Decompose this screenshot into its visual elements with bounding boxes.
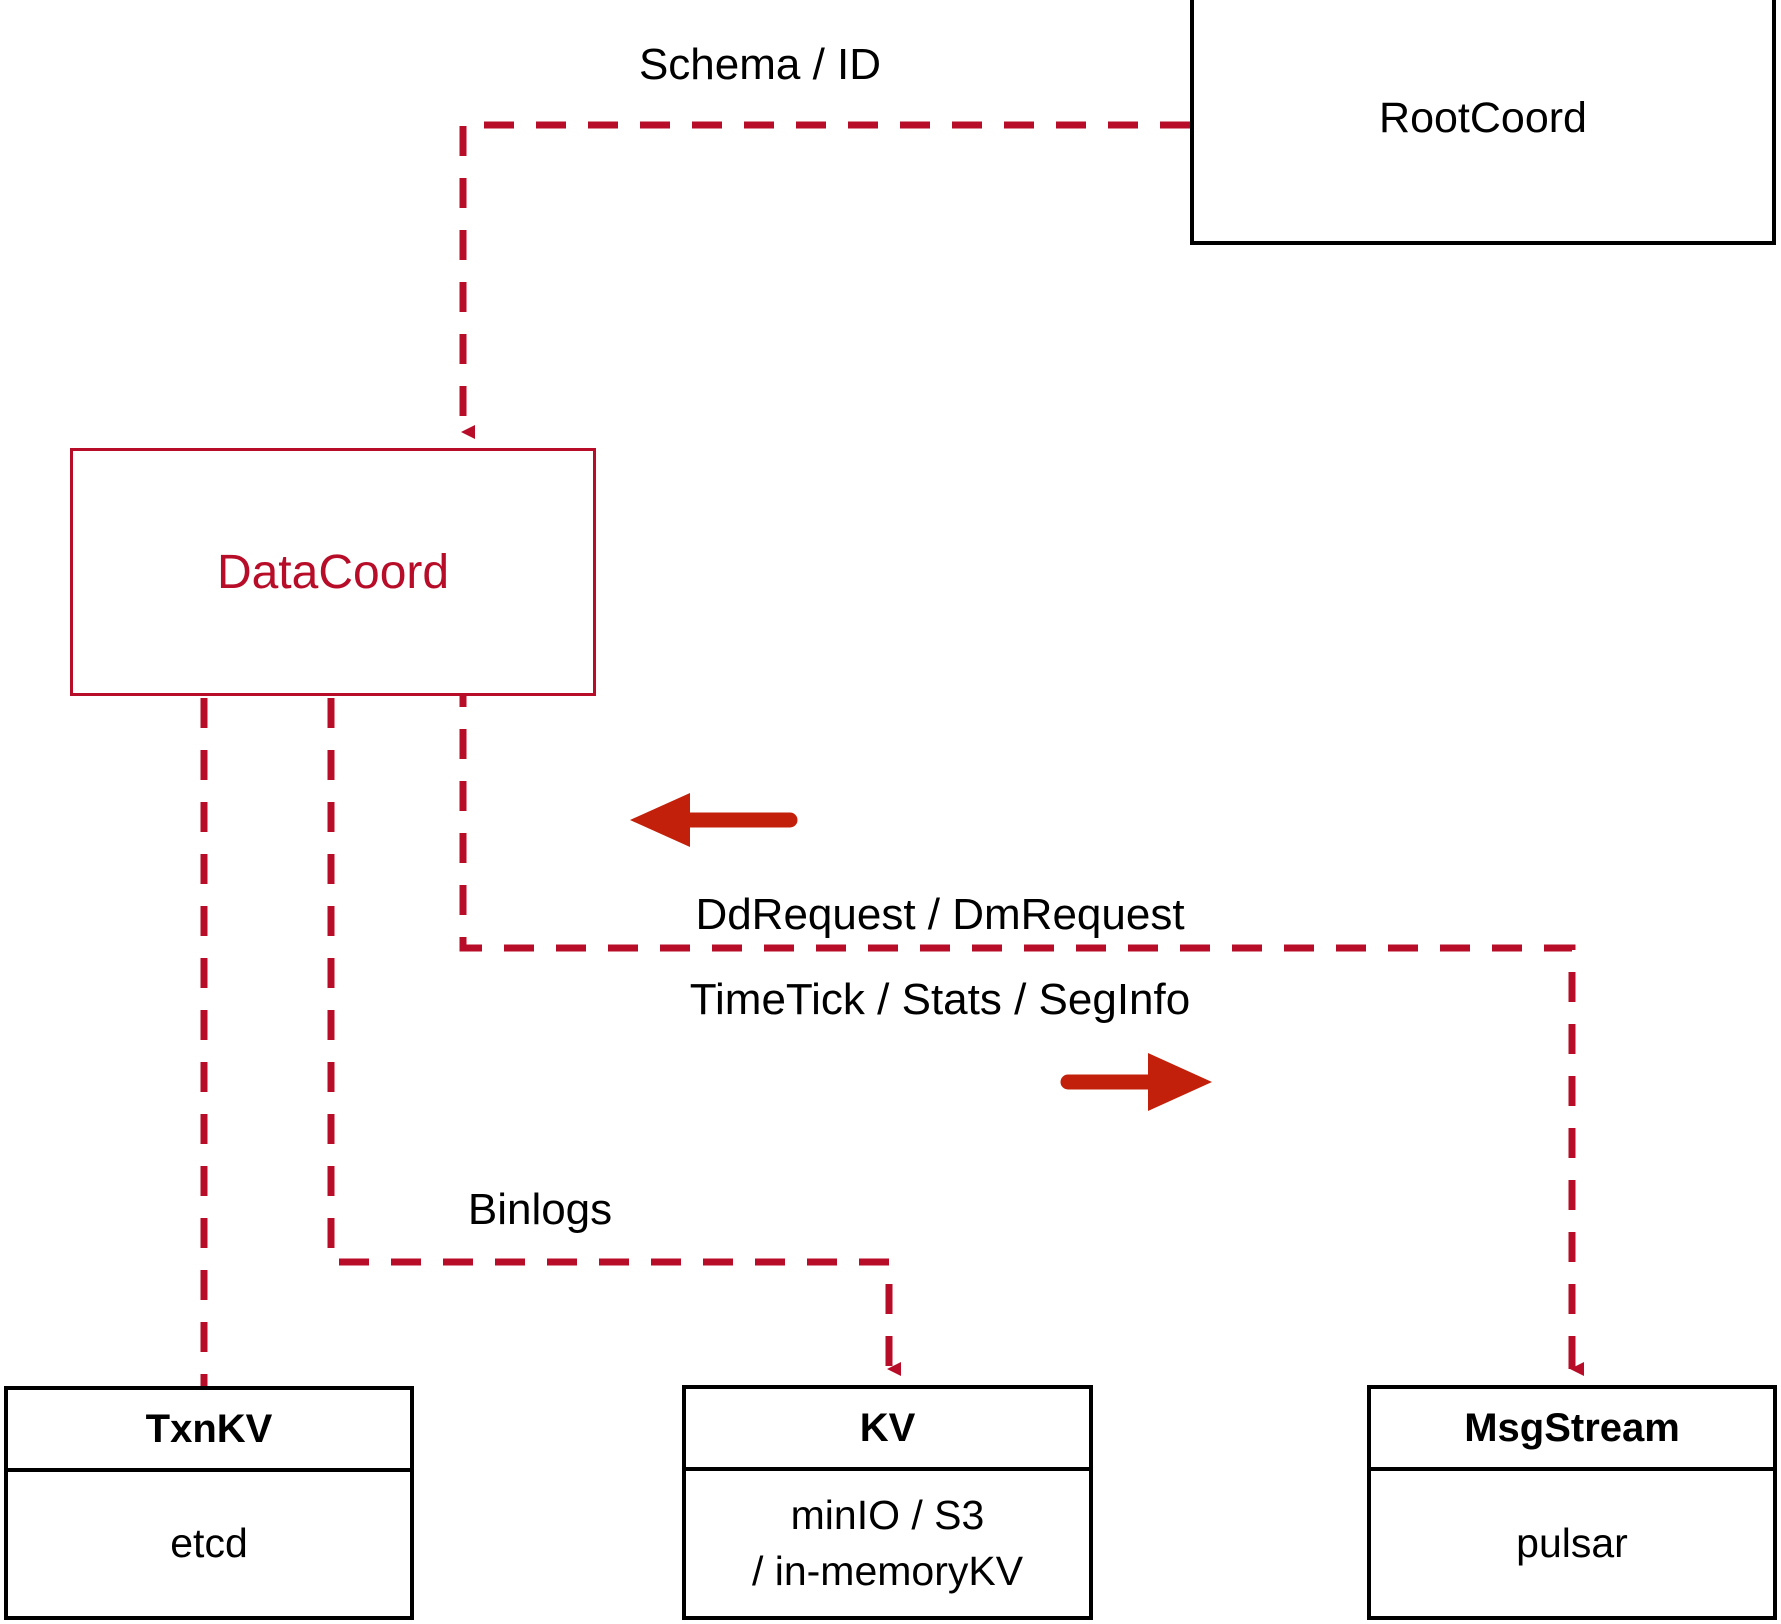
node-rootcoord[interactable]: RootCoord xyxy=(1190,0,1776,245)
edge-binlogs xyxy=(327,698,901,1376)
node-txnkv[interactable]: TxnKV etcd xyxy=(4,1386,414,1620)
node-rootcoord-label: RootCoord xyxy=(1379,94,1587,142)
node-kv-body-line1: minIO / S3 xyxy=(790,1492,985,1539)
edge-label-timetick-stats-seginfo: TimeTick / Stats / SegInfo xyxy=(689,975,1191,1024)
node-msgstream[interactable]: MsgStream pulsar xyxy=(1367,1385,1777,1620)
node-txnkv-title: TxnKV xyxy=(145,1406,273,1451)
node-msgstream-title: MsgStream xyxy=(1464,1405,1680,1450)
node-msgstream-body: pulsar xyxy=(1371,1467,1773,1616)
node-kv-body: minIO / S3 / in-memoryKV xyxy=(686,1467,1089,1616)
node-kv-body-line2: / in-memoryKV xyxy=(751,1547,1024,1594)
node-kv-title: KV xyxy=(859,1405,916,1450)
node-datacoord[interactable]: DataCoord xyxy=(70,448,596,696)
direction-arrow-right-icon xyxy=(1060,1053,1212,1111)
node-kv[interactable]: KV minIO / S3 / in-memoryKV xyxy=(682,1385,1093,1620)
edge-label-binlogs: Binlogs xyxy=(467,1185,613,1234)
edge-label-ddrequest-dmrequest: DdRequest / DmRequest xyxy=(695,890,1185,939)
direction-arrow-left-icon xyxy=(630,793,798,847)
edge-label-schema-id: Schema / ID xyxy=(638,40,882,89)
edge-schema-id xyxy=(459,121,1190,439)
node-datacoord-label: DataCoord xyxy=(216,545,450,599)
node-txnkv-body: etcd xyxy=(8,1468,410,1616)
